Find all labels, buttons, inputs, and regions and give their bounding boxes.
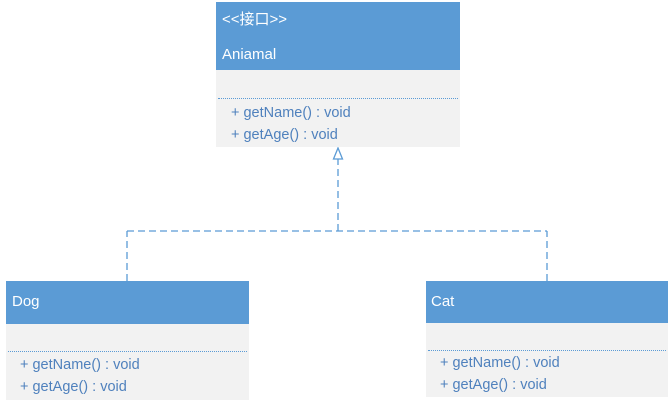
method-get-name: + getName() : void bbox=[20, 357, 140, 373]
dog-class[interactable]: Dog + getName() : void + getAge() : void bbox=[6, 281, 249, 400]
compartment-divider bbox=[428, 350, 666, 351]
class-header: Dog bbox=[6, 281, 249, 324]
method-get-name: + getName() : void bbox=[231, 105, 351, 121]
class-name: Aniamal bbox=[222, 46, 277, 63]
attributes-compartment bbox=[6, 324, 249, 351]
realization-arrowhead bbox=[332, 146, 344, 160]
method-get-age: + getAge() : void bbox=[440, 377, 547, 393]
attributes-compartment bbox=[426, 323, 668, 350]
method-get-age: + getAge() : void bbox=[231, 127, 338, 143]
interface-aniamal-class[interactable]: <<接口>> Aniamal + getName() : void + getA… bbox=[216, 2, 460, 147]
method-get-name: + getName() : void bbox=[440, 355, 560, 371]
attributes-compartment bbox=[216, 70, 460, 98]
class-header: <<接口>> Aniamal bbox=[216, 2, 460, 70]
compartment-divider bbox=[8, 351, 247, 352]
class-name: Cat bbox=[431, 293, 455, 310]
method-get-age: + getAge() : void bbox=[20, 379, 127, 395]
compartment-divider bbox=[218, 98, 458, 99]
methods-compartment: + getName() : void + getAge() : void bbox=[216, 99, 460, 146]
methods-compartment: + getName() : void + getAge() : void bbox=[6, 352, 249, 398]
methods-compartment: + getName() : void + getAge() : void bbox=[426, 351, 668, 396]
cat-class[interactable]: Cat + getName() : void + getAge() : void bbox=[426, 281, 668, 397]
stereotype-label: <<接口>> bbox=[222, 11, 288, 28]
class-header: Cat bbox=[426, 281, 668, 323]
class-name: Dog bbox=[12, 293, 40, 310]
